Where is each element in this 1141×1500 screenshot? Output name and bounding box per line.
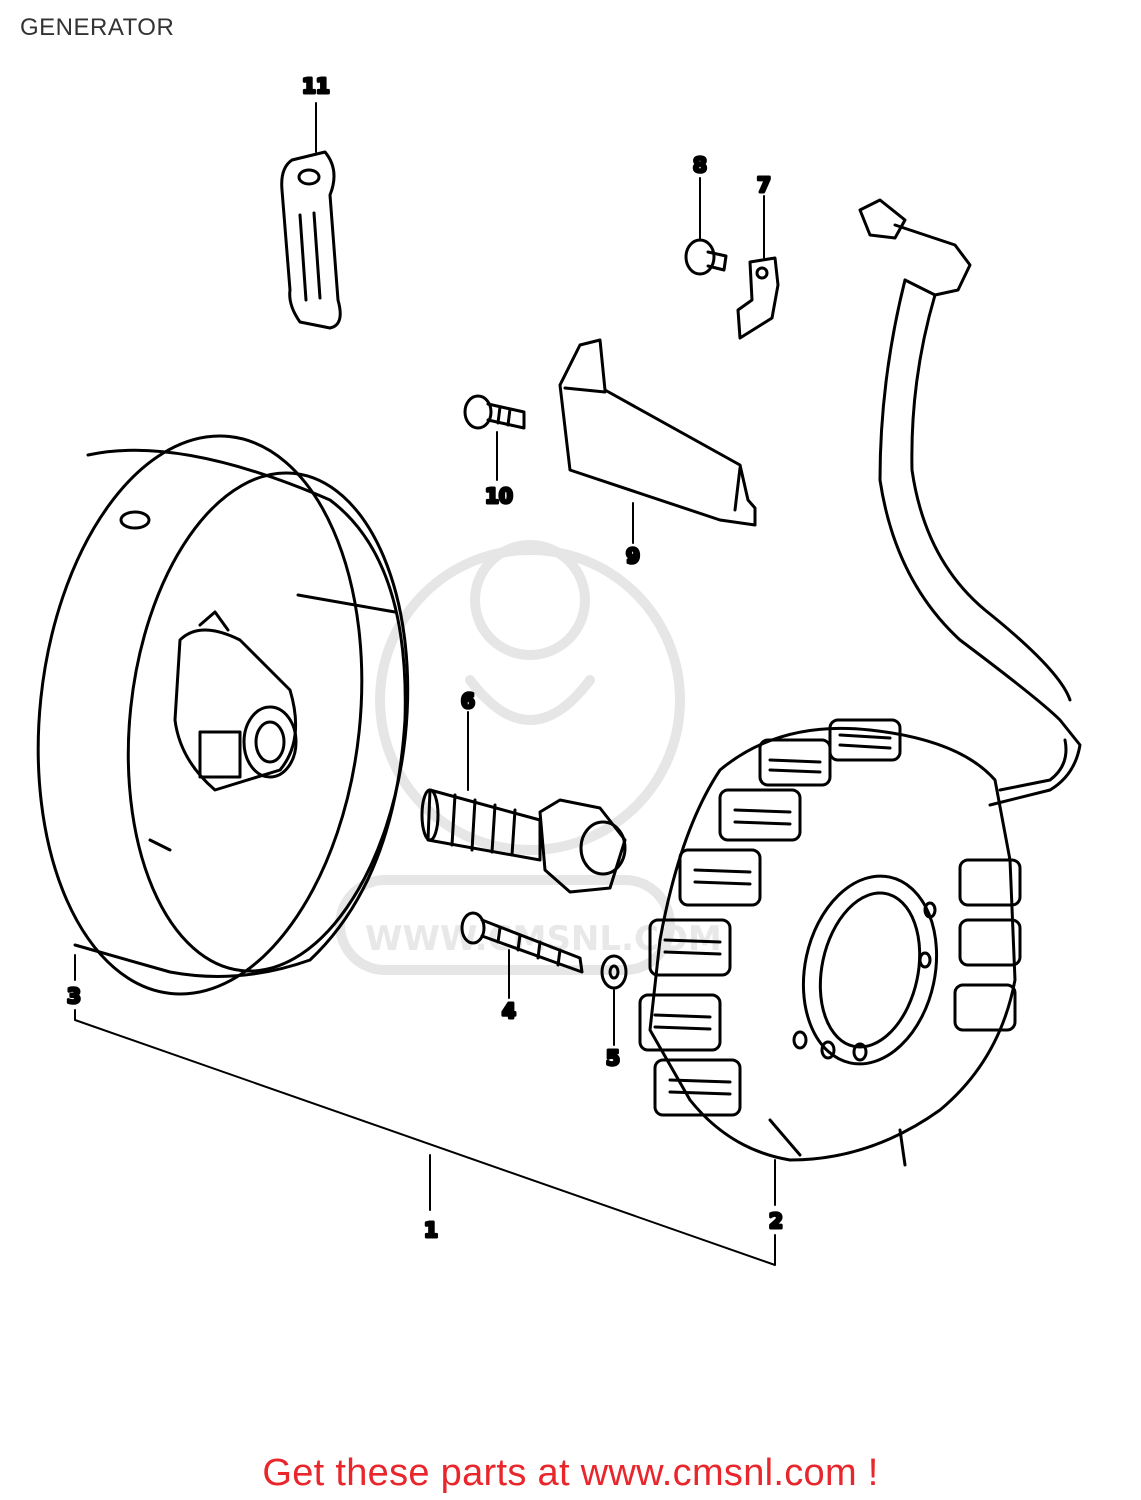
part-5-washer <box>600 954 628 990</box>
callout-2: 2 <box>769 1209 783 1233</box>
part-7-clamp-plate <box>736 256 780 340</box>
callout-6: 6 <box>461 689 475 713</box>
callout-5: 5 <box>606 1046 620 1070</box>
footer-parts-link[interactable]: Get these parts at www.cmsnl.com ! <box>262 1452 879 1494</box>
part-11-clamp <box>280 150 342 330</box>
callout-11: 11 <box>302 74 330 98</box>
callout-1: 1 <box>424 1218 438 1242</box>
callout-8: 8 <box>693 153 707 177</box>
callout-7: 7 <box>757 173 771 197</box>
part-2-stator <box>638 718 1022 1167</box>
callout-10: 10 <box>485 484 513 508</box>
part-6-bolt <box>420 788 627 894</box>
part-3-rotor <box>36 434 410 996</box>
callout-4: 4 <box>502 999 516 1023</box>
callout-3: 3 <box>67 984 81 1008</box>
leader-lines <box>74 102 776 1266</box>
part-9-cover <box>558 338 757 527</box>
page-title: GENERATOR <box>20 14 175 41</box>
part-4-screw <box>460 911 584 974</box>
callout-9: 9 <box>626 544 640 568</box>
wire-harness <box>858 198 1082 807</box>
part-10-screw <box>463 394 526 430</box>
part-8-screw <box>684 238 728 276</box>
watermark-logo <box>335 540 685 975</box>
